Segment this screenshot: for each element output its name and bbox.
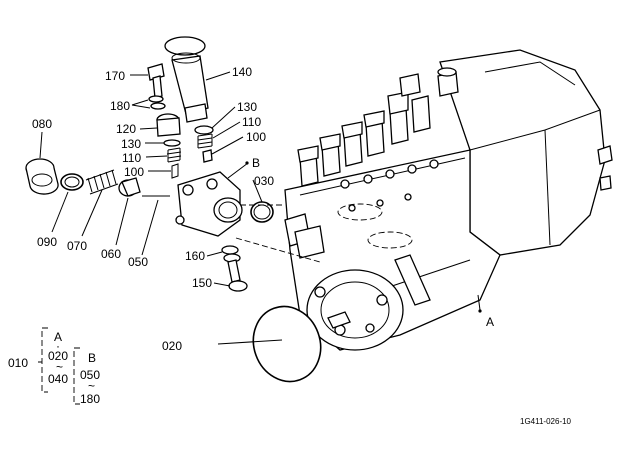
part-130-washer-right xyxy=(194,125,214,135)
ref-a-dot xyxy=(478,309,482,313)
part-100-valve-left xyxy=(171,163,179,179)
part-180-washer-a xyxy=(148,95,164,103)
legend-group-a: A xyxy=(54,330,62,344)
legend-dot: · xyxy=(56,339,60,353)
legend-b-end: 180 xyxy=(80,392,100,406)
part-170-screw xyxy=(147,63,165,99)
label-180: 180 xyxy=(110,99,130,113)
label-ref-a: A xyxy=(486,315,494,329)
label-020: 020 xyxy=(162,339,182,353)
part-110-spring-left xyxy=(166,147,182,163)
label-ref-b: B xyxy=(252,156,260,170)
part-100-valve-right xyxy=(202,149,213,163)
part-120-bolt xyxy=(156,113,181,137)
part-060-piston xyxy=(118,177,141,197)
part-130-washer-left xyxy=(163,139,181,147)
label-120: 120 xyxy=(116,122,136,136)
label-030: 030 xyxy=(254,174,274,188)
label-160: 160 xyxy=(185,249,205,263)
legend-a-tilde: ~ xyxy=(56,360,63,374)
bracket-legend xyxy=(38,327,80,405)
label-150: 150 xyxy=(192,276,212,290)
injection-pump-body xyxy=(284,49,613,351)
delivery-valve-holders xyxy=(297,67,459,187)
label-110-left: 110 xyxy=(122,151,141,165)
part-080-cap xyxy=(25,158,59,195)
assembly-line-b xyxy=(235,237,321,263)
legend-a-start: 020 xyxy=(48,349,68,363)
legend-b-tilde: ~ xyxy=(88,379,95,393)
part-020-gasket xyxy=(252,305,322,383)
part-090-ring xyxy=(60,173,84,191)
part-150-bolt xyxy=(227,259,248,292)
part-110-spring-right xyxy=(197,133,213,149)
part-160-washer xyxy=(221,245,239,255)
leader-lines xyxy=(39,71,481,345)
label-080: 080 xyxy=(32,117,52,131)
legend-a-end: 040 xyxy=(48,372,68,386)
label-110-right: 110 xyxy=(242,115,261,129)
figure-code: 1G411-026-10 xyxy=(520,417,572,426)
label-130-right: 130 xyxy=(237,100,257,114)
label-100-right: 100 xyxy=(246,130,266,144)
label-070: 070 xyxy=(67,239,87,253)
label-100-left: 100 xyxy=(124,165,144,179)
legend-b-start: 050 xyxy=(80,368,100,382)
label-090: 090 xyxy=(37,235,57,249)
label-010: 010 xyxy=(8,356,28,370)
part-070-spring xyxy=(85,169,119,195)
ref-b-dot xyxy=(245,161,249,165)
label-170: 170 xyxy=(105,69,125,83)
label-060: 060 xyxy=(101,247,121,261)
legend-group-b: B xyxy=(88,351,96,365)
part-140-cap xyxy=(164,36,209,123)
label-050: 050 xyxy=(128,255,148,269)
part-180-washer-b xyxy=(150,102,166,110)
feed-pump-housing xyxy=(175,171,243,237)
label-140: 140 xyxy=(232,65,252,79)
label-130-left: 130 xyxy=(121,137,141,151)
